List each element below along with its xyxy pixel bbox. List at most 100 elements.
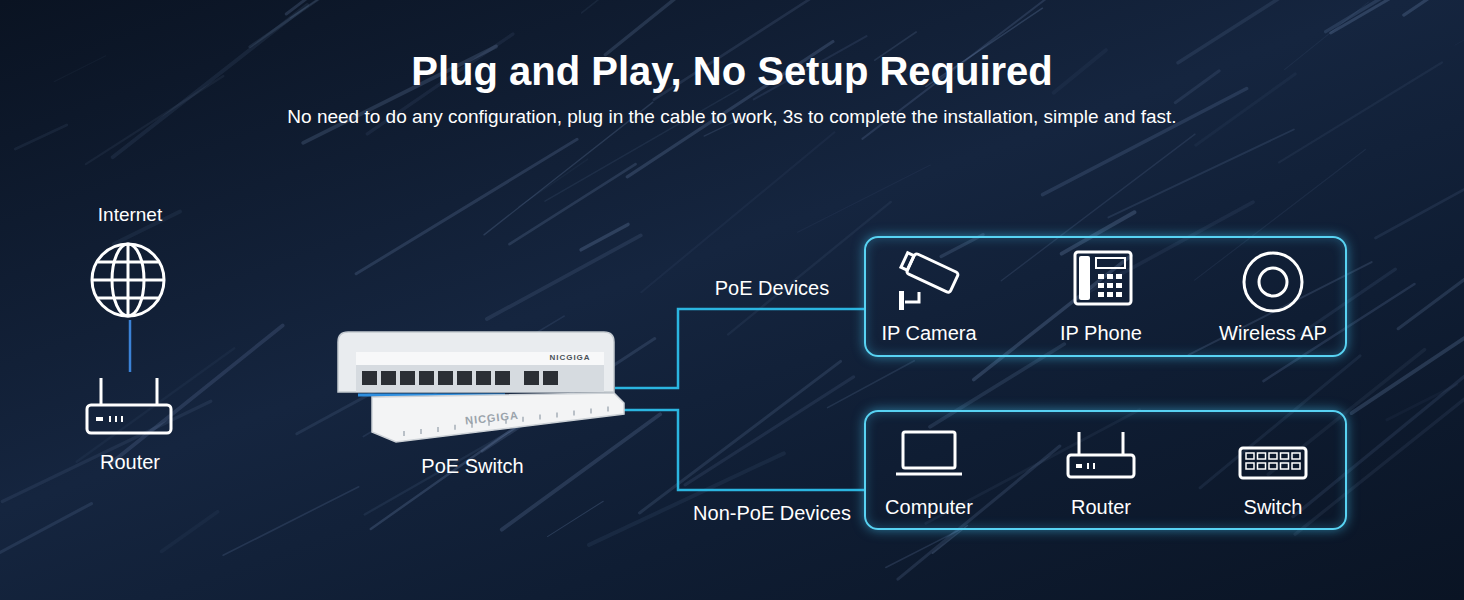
brand-mark: NICGIGA: [549, 353, 590, 362]
device-group-panel: Non-PoE DevicesComputerRouterSwitch: [864, 410, 1347, 530]
port: [1269, 463, 1277, 469]
streak: [1455, 0, 1464, 45]
streak: [1196, 74, 1295, 145]
streak: [1054, 50, 1106, 93]
key: [1116, 283, 1122, 288]
router-icon: [1068, 432, 1134, 477]
ip-phone-icon: [1075, 252, 1131, 304]
port: [1281, 453, 1289, 459]
streak: [974, 256, 1131, 380]
connector: [615, 309, 864, 388]
rj45-port: [381, 371, 396, 385]
device-node: Internet: [83, 204, 177, 320]
caption: No need to do any configuration, plug in…: [0, 106, 1464, 128]
key: [1116, 274, 1122, 279]
device-node: Computer: [874, 424, 984, 519]
node-label: IP Camera: [881, 322, 976, 345]
streak: [510, 164, 636, 244]
streak: [728, 202, 891, 335]
streak: [1001, 134, 1195, 281]
streak: [356, 139, 577, 274]
rj45-port: [419, 371, 434, 385]
streak: [0, 504, 91, 553]
streak: [1279, 62, 1442, 162]
streak: [1108, 129, 1293, 217]
device-node: Wireless AP: [1213, 248, 1333, 345]
cable-slot: [420, 429, 422, 434]
streak: [161, 512, 217, 552]
globe-icon: [92, 244, 164, 316]
rj45-port: [495, 371, 510, 385]
streak: [886, 530, 959, 567]
port: [1246, 453, 1254, 459]
port: [1258, 463, 1266, 469]
streak: [1043, 89, 1247, 195]
device-node: Router: [1046, 424, 1156, 519]
node-label: Switch: [1244, 496, 1303, 519]
node-label: Wireless AP: [1219, 322, 1327, 345]
key: [1098, 274, 1104, 279]
cable-slot: [437, 427, 439, 432]
cable-slot: [539, 415, 541, 420]
streak: [286, 0, 419, 14]
node-label: IP Phone: [1060, 322, 1142, 345]
key: [1098, 292, 1104, 297]
streak: [487, 235, 641, 319]
node-label: Computer: [885, 496, 973, 519]
streak: [113, 5, 307, 157]
streak: [1387, 385, 1457, 420]
ip-camera-icon: [899, 250, 959, 310]
streak: [223, 487, 359, 556]
group-heading: Non-PoE Devices: [693, 502, 851, 525]
router-icon: [87, 378, 171, 433]
connector: [129, 320, 132, 372]
streak: [685, 377, 854, 485]
port: [1292, 463, 1300, 469]
port: [1292, 453, 1300, 459]
cable-slot: [607, 406, 609, 411]
poe-switch-product: [338, 332, 624, 442]
key: [1107, 274, 1113, 279]
port: [1258, 453, 1266, 459]
streak: [77, 348, 235, 461]
computer-icon: [896, 432, 962, 474]
streak: [1398, 228, 1464, 329]
streak: [15, 125, 66, 149]
streak: [581, 224, 628, 249]
connector: [615, 410, 864, 490]
brand-mark: NICGIGA: [464, 409, 519, 427]
rj45-port: [438, 371, 453, 385]
wireless-ap-icon: [1244, 253, 1302, 311]
rj45-port: [524, 371, 539, 385]
title: Plug and Play, No Setup Required: [0, 48, 1464, 94]
streak: [519, 159, 588, 207]
port: [1269, 453, 1277, 459]
streak: [502, 414, 660, 529]
streak: [589, 453, 784, 545]
key: [1107, 283, 1113, 288]
streak: [1189, 262, 1372, 355]
streak: [1326, 0, 1464, 32]
streak: [605, 0, 676, 55]
streak: [1175, 71, 1219, 103]
port: [1246, 463, 1254, 469]
rj45-port: [476, 371, 491, 385]
streak: [86, 76, 224, 164]
streak: [54, 56, 106, 82]
node-label: Router: [1071, 496, 1131, 519]
device-group-panel: PoE DevicesIP CameraIP PhoneWireless AP: [864, 236, 1347, 357]
cable-slot: [403, 431, 405, 436]
streak: [110, 325, 282, 463]
streak: [798, 165, 931, 232]
device-node: PoE Switch: [330, 328, 615, 478]
node-label: PoE Switch: [421, 455, 523, 478]
node-label: Router: [100, 451, 160, 474]
device-node: Router: [80, 372, 180, 474]
streak: [1195, 149, 1366, 280]
device-node: IP Phone: [1046, 248, 1156, 345]
streak: [641, 132, 834, 292]
rj45-port: [457, 371, 472, 385]
streak: [582, 0, 733, 13]
streak: [1178, 0, 1382, 63]
